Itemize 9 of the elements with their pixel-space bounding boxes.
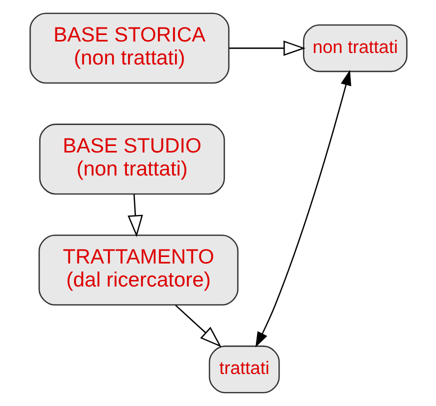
node-box: BASE STORICA (non trattati): [29, 12, 229, 84]
arrow: [174, 304, 222, 348]
node-box: BASE STUDIO (non trattati): [38, 124, 224, 195]
arrow: [127, 194, 142, 238]
arrow: [228, 40, 305, 56]
node-box: TRATTAMENTO (dal ricercatore): [38, 234, 238, 306]
arrow: [254, 70, 351, 348]
node-box: non trattati: [302, 24, 407, 72]
node-box: trattati: [208, 346, 280, 394]
